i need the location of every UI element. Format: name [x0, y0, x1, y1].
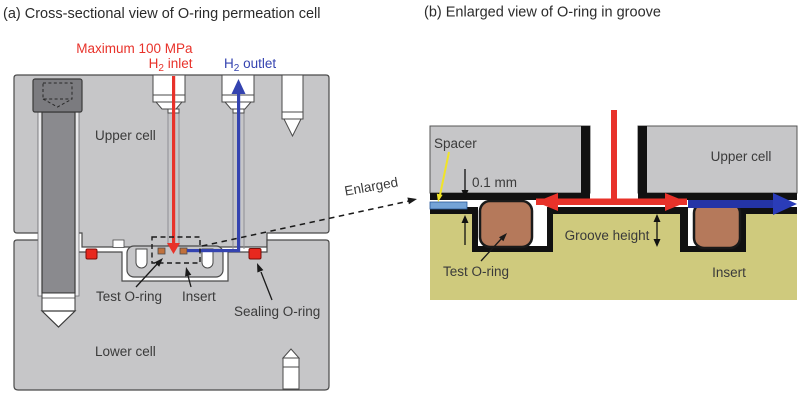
- bolt-thread: [41, 292, 76, 312]
- lower-cell-label: Lower cell: [95, 344, 156, 359]
- pressure-label: Maximum 100 MPa: [76, 41, 193, 56]
- insert-label: Insert: [182, 289, 216, 304]
- insert-slot-right: [201, 248, 214, 269]
- test-oring-left-b: [478, 199, 534, 249]
- test-oring-right: [179, 247, 188, 255]
- enlarged-region-box: [151, 236, 201, 264]
- screw-hole-bottom: [281, 348, 301, 390]
- groove-height-arrow: [653, 214, 661, 247]
- outlet-flow-blue: [688, 193, 797, 215]
- panel-a-title: (a) Cross-sectional view of O-ring perme…: [3, 6, 321, 22]
- upper-cell-label-b: Upper cell: [711, 149, 772, 164]
- groove-left-wall: [472, 207, 553, 252]
- upper-cell-right-block: [637, 125, 798, 194]
- insert-top-border: [430, 207, 797, 214]
- test-oring-arrow-b: [480, 233, 507, 262]
- spacer-arrow: [436, 151, 450, 202]
- bolt-shaft: [41, 111, 76, 294]
- seam-notch: [112, 239, 125, 248]
- sealing-oring-label: Sealing O-ring: [234, 304, 320, 319]
- inlet-flow-red: [536, 110, 687, 211]
- gap-label: 0.1 mm: [472, 175, 517, 190]
- test-oring-label: Test O-ring: [96, 289, 162, 304]
- sealing-oring-right: [248, 248, 262, 260]
- bolt-head: [32, 78, 83, 113]
- h2-inlet-line: [167, 76, 180, 254]
- h2-outlet-label: H2 outlet: [224, 56, 276, 74]
- bolt: [32, 78, 83, 328]
- sealing-oring-left: [85, 248, 98, 260]
- insert-slot-left: [135, 248, 148, 269]
- leader-arrows-a: [135, 258, 273, 301]
- screw-hole-top: [281, 74, 304, 138]
- h2-inlet-label: H2 inlet: [149, 56, 193, 74]
- panel-b-title: (b) Enlarged view of O-ring in groove: [424, 5, 661, 21]
- h2-outlet-line: [187, 79, 246, 253]
- lower-cell-body: [13, 239, 330, 391]
- spacer-label: Spacer: [434, 136, 477, 151]
- test-oring-label-b: Test O-ring: [443, 264, 509, 279]
- bolt-tip: [40, 310, 77, 328]
- upper-cell-left-block: [429, 125, 591, 194]
- test-oring-left: [157, 247, 166, 255]
- bolt-socket-dashed: [42, 82, 73, 108]
- insert-label-b: Insert: [712, 265, 746, 280]
- enlarged-arrow: [201, 197, 417, 247]
- groove-height-label: Groove height: [565, 228, 650, 243]
- enlarged-label: Enlarged: [343, 174, 399, 198]
- gas-channels: [167, 112, 245, 249]
- upper-cell-label: Upper cell: [95, 128, 156, 143]
- test-oring-right-b: [692, 201, 742, 250]
- spacer-strip: [429, 201, 468, 210]
- panel-a: (a) Cross-sectional view of O-ring perme…: [3, 6, 417, 391]
- panel-b: (b) Enlarged view of O-ring in groove: [424, 5, 798, 300]
- gap-dimension-arrows: [461, 169, 469, 245]
